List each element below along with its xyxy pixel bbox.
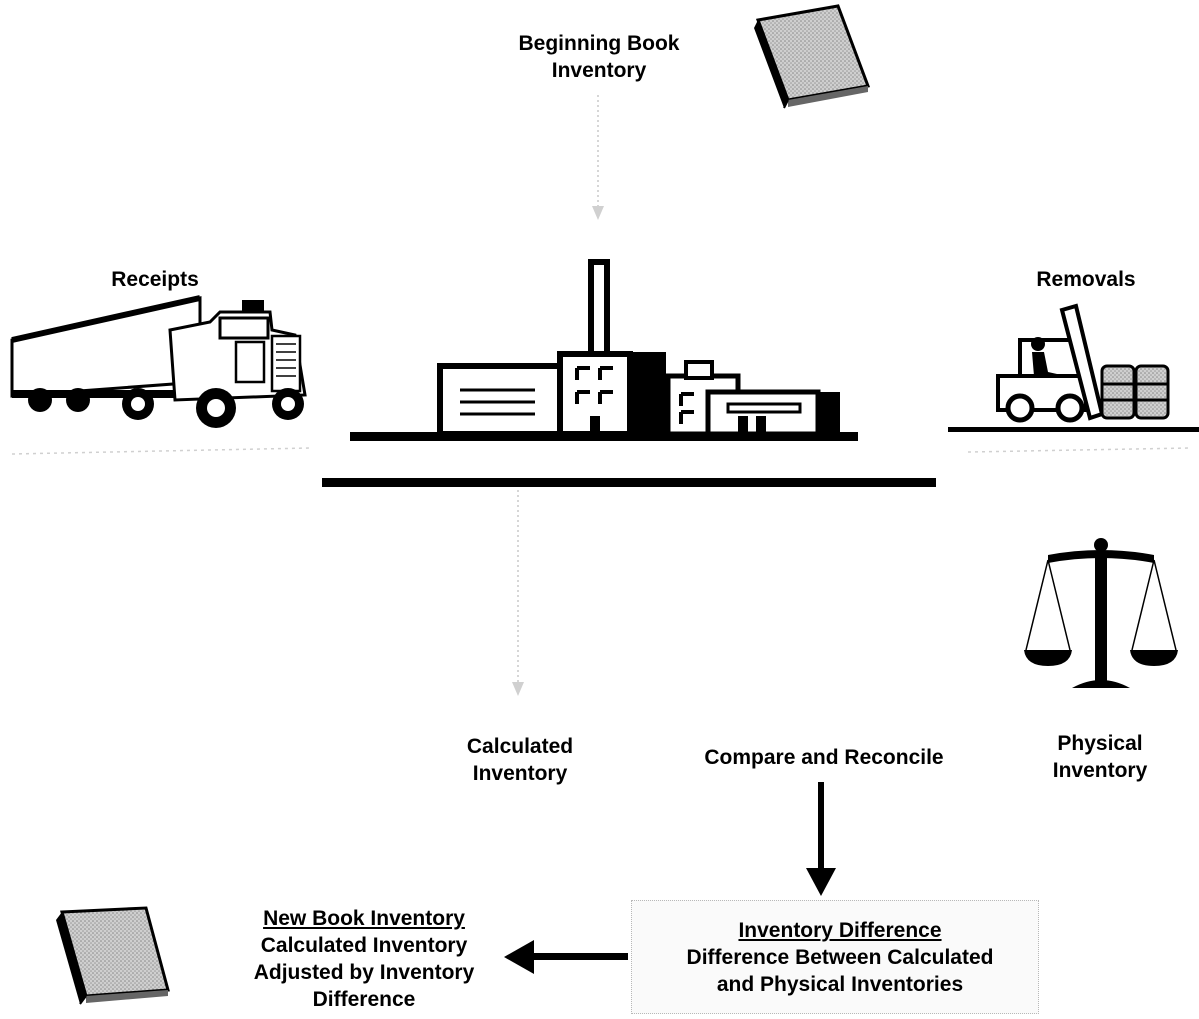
compare-reconcile-label: Compare and Reconcile bbox=[704, 746, 944, 769]
new-book-line1: Calculated Inventory bbox=[260, 934, 468, 957]
physical-label-line2: Inventory bbox=[1052, 759, 1148, 782]
scales-icon bbox=[1024, 538, 1178, 688]
truck-icon bbox=[10, 295, 311, 455]
receipts-label: Receipts bbox=[111, 268, 199, 291]
calculated-label-line1: Calculated bbox=[466, 735, 574, 758]
arrow-compare-to-difference bbox=[806, 782, 836, 896]
physical-inventory-label: Physical Inventory bbox=[1030, 730, 1170, 784]
calculated-inventory-label: Calculated Inventory bbox=[430, 733, 610, 787]
inventory-difference-title: Inventory Difference bbox=[738, 919, 942, 942]
beginning-label-line1: Beginning Book bbox=[518, 32, 680, 55]
inventory-difference-line1: Difference Between Calculated bbox=[686, 946, 994, 969]
book-icon bbox=[56, 906, 170, 1005]
inventory-difference-line2: and Physical Inventories bbox=[716, 973, 964, 996]
forklift-icon bbox=[948, 303, 1199, 453]
removals-label: Removals bbox=[1036, 268, 1136, 291]
inventory-difference-label: Inventory Difference Difference Between … bbox=[640, 917, 1040, 998]
factory-icon bbox=[322, 259, 936, 487]
new-book-line3: Difference bbox=[312, 988, 416, 1011]
new-book-inventory-label: New Book Inventory Calculated Inventory … bbox=[216, 905, 512, 1013]
connector-beginning-to-plant bbox=[592, 95, 604, 220]
physical-label-line1: Physical bbox=[1057, 732, 1143, 755]
beginning-book-inventory-label: Beginning Book Inventory bbox=[490, 30, 708, 84]
new-book-line2: Adjusted by Inventory bbox=[253, 961, 475, 984]
book-icon bbox=[754, 4, 871, 109]
arrow-difference-to-new-book bbox=[504, 940, 628, 974]
connector-plant-to-calculated bbox=[512, 490, 524, 696]
inventory-difference-box bbox=[631, 900, 1039, 1014]
calculated-label-line2: Inventory bbox=[472, 762, 568, 785]
beginning-label-line2: Inventory bbox=[551, 59, 647, 82]
new-book-inventory-title: New Book Inventory bbox=[263, 907, 465, 930]
